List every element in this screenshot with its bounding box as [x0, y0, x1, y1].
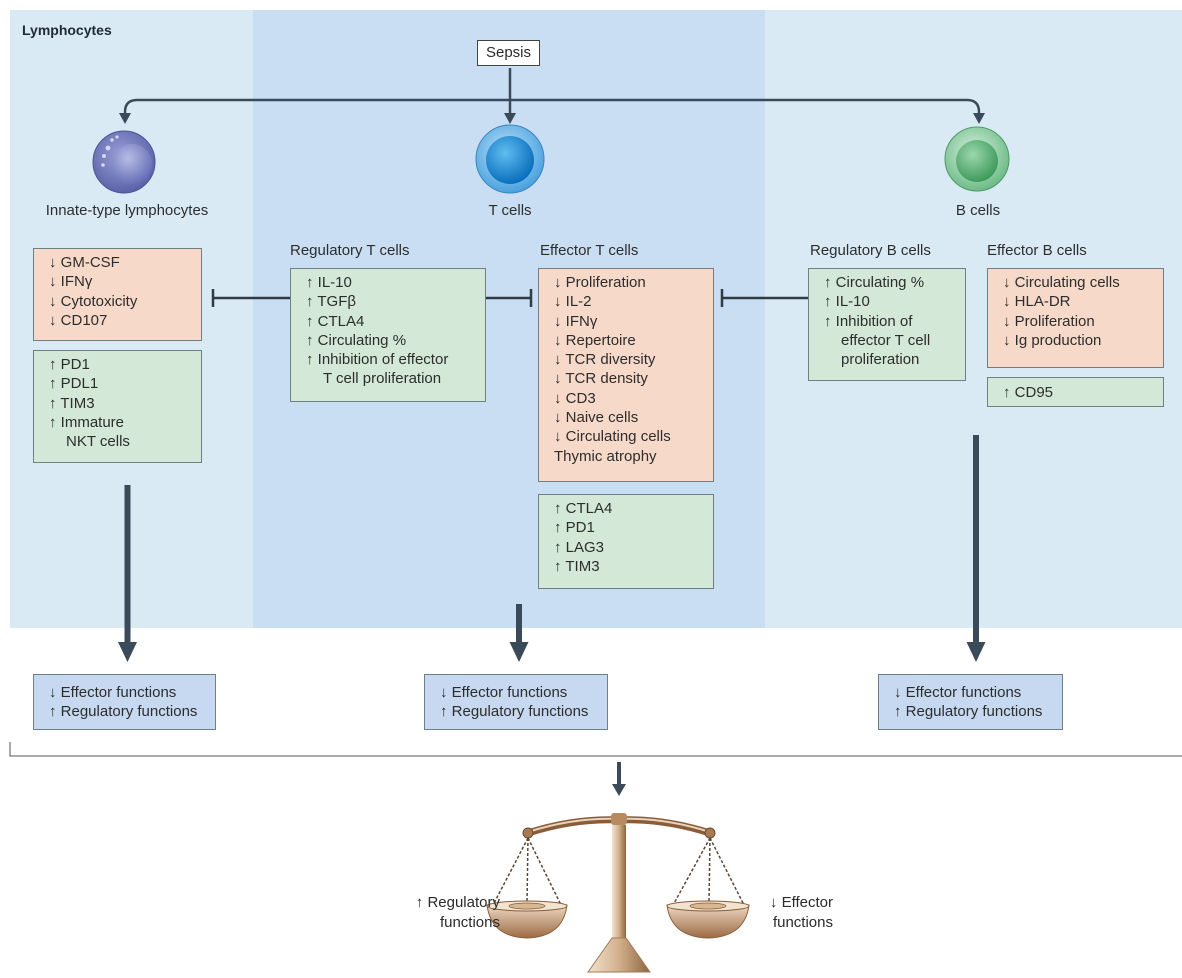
- effector-b-cells-header: Effector B cells: [987, 242, 1087, 259]
- balance-right-line: ↓ Effector: [769, 894, 833, 911]
- eff-t-up-item: ↑ CTLA4: [554, 500, 613, 517]
- outcome-effector-line: ↓ Effector functions: [440, 684, 568, 701]
- reg-b-item: proliferation: [841, 351, 920, 369]
- innate-down-item: ↓ GM-CSF: [49, 254, 120, 271]
- reg-t-item: ↑ Circulating %: [306, 331, 407, 349]
- outcome-arrows: [118, 435, 986, 662]
- eff-b-down-item: ↓ Proliferation: [1003, 312, 1095, 330]
- eff-t-down-item: ↓ Circulating cells: [554, 428, 671, 446]
- reg-t-item: ↑ IL-10: [306, 274, 352, 291]
- eff-t-up-item: ↑ LAG3: [554, 538, 605, 556]
- to-balance-arrow: [612, 762, 626, 796]
- reg-b-item: ↑ Circulating %: [824, 274, 925, 291]
- balance-left-label: ↑ Regulatory functions: [398, 893, 500, 933]
- innate-lymphocytes-label: Innate-type lymphocytes: [45, 202, 209, 219]
- innate-up-item: ↑ PDL1: [49, 375, 99, 393]
- outcome-regulatory-line: ↑ Regulatory functions: [894, 703, 1043, 721]
- outcome-effector-line: ↓ Effector functions: [49, 684, 177, 701]
- eff-t-down-item: ↓ TCR diversity: [554, 351, 656, 369]
- t-cell-icon: [475, 124, 545, 194]
- innate-outcome-box: ↓ Effector functions ↑ Regulatory functi…: [33, 674, 216, 730]
- innate-down-item: ↓ IFNγ: [49, 273, 93, 291]
- regulatory-b-cells-header: Regulatory B cells: [810, 242, 931, 259]
- eff-t-down-item: ↓ CD3: [554, 389, 596, 407]
- outcome-effector-line: ↓ Effector functions: [894, 684, 1022, 701]
- regulatory-b-box: ↑ Circulating % ↑ IL-10 ↑ Inhibition of …: [808, 268, 966, 381]
- b-cell-outcome-box: ↓ Effector functions ↑ Regulatory functi…: [878, 674, 1063, 730]
- innate-increased-box: ↑ PD1 ↑ PDL1 ↑ TIM3 ↑ Immature NKT cells: [33, 350, 202, 463]
- balance-scale-icon: [486, 813, 750, 973]
- sepsis-branch-connector: [123, 68, 981, 115]
- eff-b-down-item: ↓ HLA-DR: [1003, 293, 1071, 311]
- regulatory-t-cells-header: Regulatory T cells: [290, 242, 410, 259]
- eff-t-down-item: ↓ TCR density: [554, 370, 648, 388]
- reg-t-item: T cell proliferation: [323, 370, 442, 388]
- eff-t-down-item: ↓ Proliferation: [554, 274, 646, 291]
- eff-t-up-item: ↑ PD1: [554, 519, 595, 537]
- balance-right-line: functions: [772, 914, 833, 931]
- b-cells-label: B cells: [955, 202, 1001, 219]
- balance-left-line: ↑ Regulatory: [415, 894, 500, 911]
- innate-down-item: ↓ Cytotoxicity: [49, 292, 138, 310]
- balance-left-line: functions: [439, 914, 500, 931]
- innate-up-item: ↑ Immature: [49, 413, 125, 431]
- effector-t-increased-box: ↑ CTLA4 ↑ PD1 ↑ LAG3 ↑ TIM3: [538, 494, 714, 589]
- effector-b-increased-box: ↑ CD95: [987, 377, 1164, 407]
- t-cells-label: T cells: [488, 202, 532, 219]
- eff-t-up-item: ↑ TIM3: [554, 557, 600, 575]
- regulatory-t-box: ↑ IL-10 ↑ TGFβ ↑ CTLA4 ↑ Circulating % ↑…: [290, 268, 486, 402]
- eff-t-down-item: Thymic atrophy: [554, 447, 657, 465]
- reg-b-item: ↑ Inhibition of: [824, 312, 913, 330]
- effector-t-decreased-box: ↓ Proliferation ↓ IL-2 ↓ IFNγ ↓ Repertoi…: [538, 268, 714, 482]
- balance-right-label: ↓ Effector functions: [745, 893, 833, 933]
- b-cell-icon: [944, 126, 1010, 192]
- eff-t-down-item: ↓ Naive cells: [554, 409, 639, 427]
- sepsis-node: Sepsis: [477, 40, 540, 66]
- reg-b-item: ↑ IL-10: [824, 293, 870, 311]
- innate-decreased-box: ↓ GM-CSF ↓ IFNγ ↓ Cytotoxicity ↓ CD107: [33, 248, 202, 341]
- eff-t-down-item: ↓ IL-2: [554, 293, 592, 311]
- innate-lymphocyte-cell-icon: [92, 130, 156, 194]
- innate-up-item: ↑ PD1: [49, 356, 90, 373]
- innate-up-item: ↑ TIM3: [49, 394, 95, 412]
- summary-bracket: [9, 742, 1182, 757]
- reg-t-item: ↑ TGFβ: [306, 293, 357, 311]
- eff-t-down-item: ↓ IFNγ: [554, 312, 598, 330]
- inhibition-connectors: [211, 289, 808, 307]
- reg-t-item: ↑ CTLA4: [306, 312, 365, 330]
- eff-b-down-item: ↓ Ig production: [1003, 331, 1102, 349]
- reg-b-item: effector T cell: [841, 331, 931, 349]
- branch-arrowheads: [119, 113, 985, 124]
- eff-b-up-item: ↑ CD95: [1003, 384, 1054, 401]
- sepsis-label: Sepsis: [485, 44, 532, 61]
- t-cell-outcome-box: ↓ Effector functions ↑ Regulatory functi…: [424, 674, 608, 730]
- eff-b-down-item: ↓ Circulating cells: [1003, 274, 1120, 291]
- outcome-regulatory-line: ↑ Regulatory functions: [49, 703, 198, 721]
- outcome-regulatory-line: ↑ Regulatory functions: [440, 703, 589, 721]
- innate-up-item: NKT cells: [66, 433, 130, 451]
- reg-t-item: ↑ Inhibition of effector: [306, 351, 449, 369]
- innate-down-item: ↓ CD107: [49, 311, 108, 329]
- diagram-title: Lymphocytes: [22, 22, 112, 38]
- effector-t-cells-header: Effector T cells: [540, 242, 639, 259]
- effector-b-decreased-box: ↓ Circulating cells ↓ HLA-DR ↓ Prolifera…: [987, 268, 1164, 368]
- eff-t-down-item: ↓ Repertoire: [554, 331, 636, 349]
